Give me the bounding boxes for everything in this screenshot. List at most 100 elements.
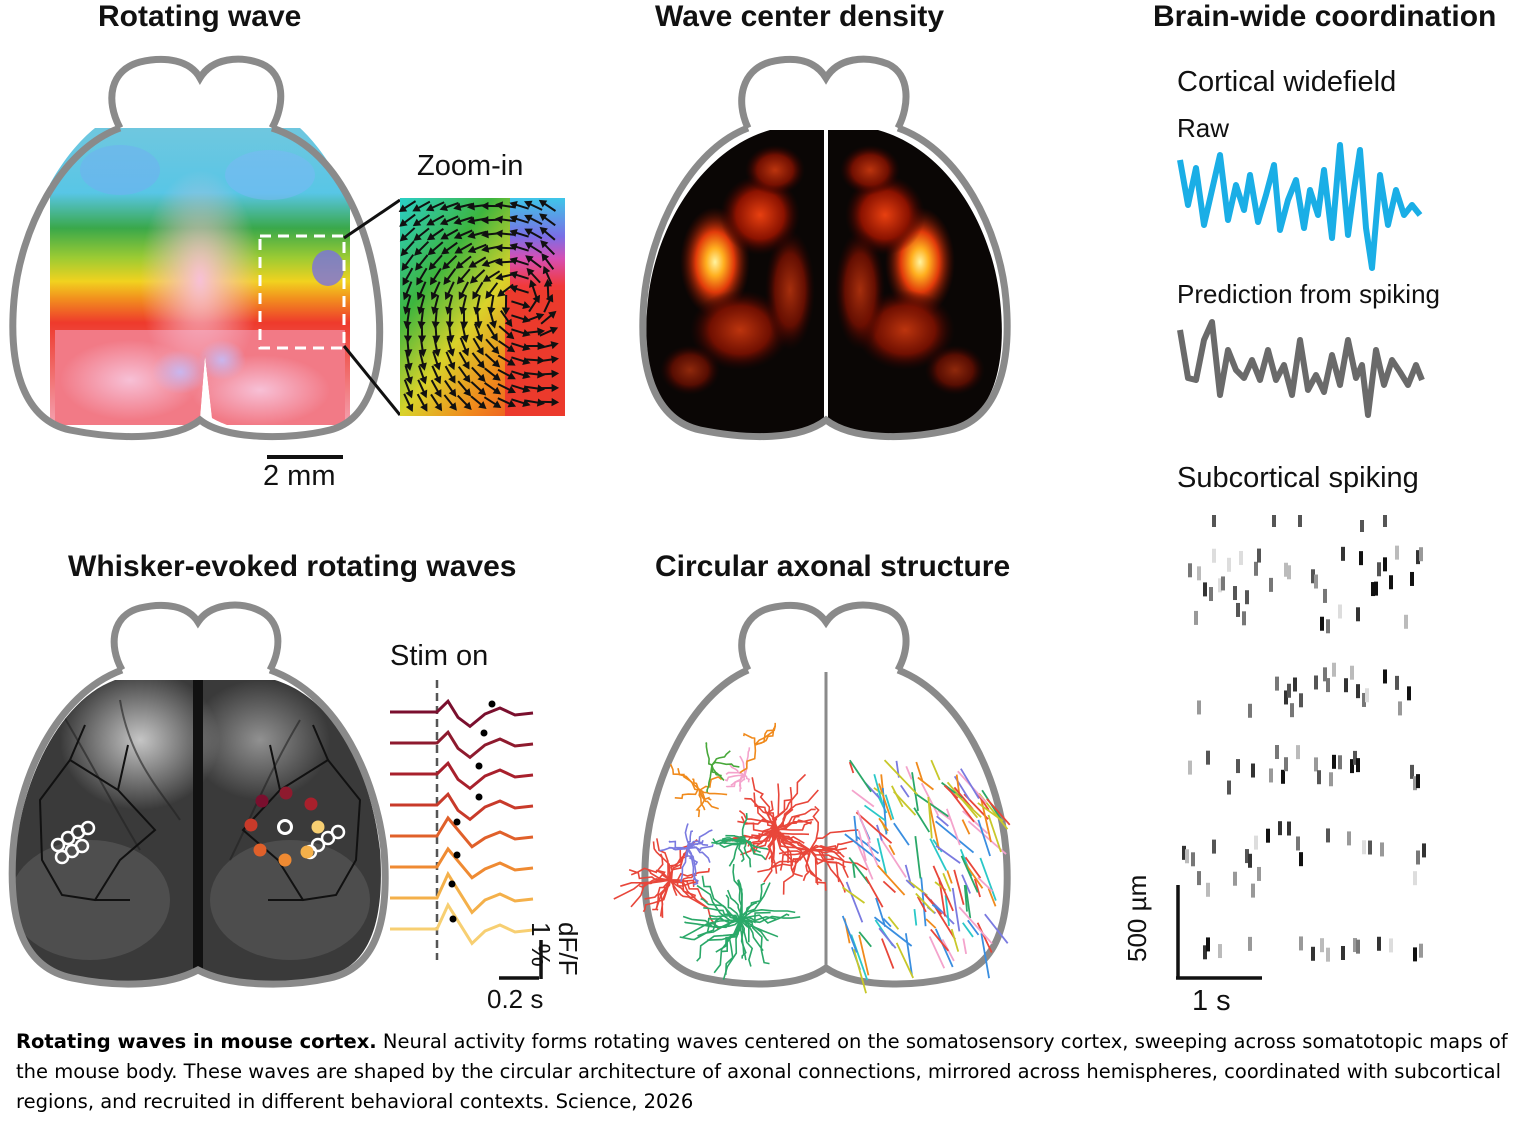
- flow-arrow-head: [524, 228, 533, 236]
- axon-segment: [913, 807, 931, 833]
- flow-arrow-head: [429, 276, 438, 286]
- axon-branch: [655, 879, 671, 911]
- axon-branch: [630, 867, 671, 881]
- spike-mark: [1326, 947, 1330, 962]
- flow-arrow-head: [469, 275, 479, 284]
- axon-branch: [809, 849, 846, 868]
- spike-mark: [1212, 548, 1216, 563]
- stim-site-dot: [304, 797, 318, 811]
- flow-arrow-head: [441, 246, 450, 255]
- flow-arrow-head: [509, 201, 518, 209]
- flow-arrow-head: [434, 402, 443, 412]
- flow-arrow-head: [405, 389, 414, 399]
- spike-mark: [1254, 561, 1258, 576]
- flow-arrow-head: [509, 229, 518, 237]
- axon-segment: [954, 792, 982, 818]
- spike-mark: [1365, 688, 1369, 703]
- spike-mark: [1203, 945, 1207, 960]
- axon-segment: [904, 933, 913, 976]
- axon-segment: [849, 759, 872, 793]
- spike-mark: [1206, 882, 1210, 897]
- flow-arrow-head: [462, 374, 471, 384]
- axon-segment: [881, 938, 895, 969]
- spike-mark: [1182, 845, 1186, 860]
- spike-mark: [1320, 938, 1324, 953]
- flow-arrow-head: [399, 218, 408, 227]
- spike-mark: [1338, 755, 1342, 770]
- flow-arrow-head: [430, 291, 439, 301]
- flow-arrow-head: [491, 346, 500, 355]
- spike-mark: [1239, 550, 1243, 565]
- axon-branch: [739, 915, 777, 922]
- flow-arrow-head: [537, 327, 546, 336]
- flow-arrow-head: [475, 333, 484, 343]
- axon-branch: [809, 849, 868, 871]
- flow-arrow-head: [490, 332, 498, 342]
- axon-segment: [854, 839, 874, 880]
- flow-arrow-head: [463, 401, 472, 410]
- flow-arrow-head: [524, 200, 533, 209]
- spike-mark: [1323, 588, 1327, 603]
- flow-arrow-head: [455, 261, 464, 269]
- axon-segment: [866, 841, 879, 867]
- spike-mark: [1218, 578, 1222, 593]
- spike-mark: [1326, 828, 1330, 843]
- axon-segment: [946, 870, 953, 884]
- axon-segment: [943, 784, 959, 800]
- flow-arrow-head: [472, 291, 480, 300]
- flow-arrow-head: [482, 274, 492, 282]
- spike-mark: [1248, 853, 1252, 868]
- flow-arrow-head: [453, 231, 463, 240]
- spike-mark: [1413, 871, 1417, 886]
- axon-segment: [878, 927, 897, 949]
- flow-arrow-head: [476, 360, 485, 369]
- axon-branch: [686, 847, 699, 866]
- spike-mark: [1218, 944, 1222, 959]
- axon-segment: [964, 885, 972, 919]
- flow-arrow-head: [497, 288, 506, 297]
- spike-mark: [1395, 675, 1399, 690]
- flow-arrow-head: [447, 361, 456, 371]
- spike-mark: [1356, 758, 1360, 773]
- axon-segment: [883, 759, 918, 795]
- spike-mark: [1413, 947, 1417, 962]
- axon-branch: [739, 919, 747, 959]
- spike-mark: [1233, 586, 1237, 601]
- spike-mark: [1360, 520, 1364, 532]
- stim-site-dot: [278, 853, 292, 867]
- axon-segment: [977, 802, 1004, 822]
- flow-arrow-head: [507, 385, 516, 394]
- flow-arrow-head: [526, 267, 535, 277]
- spike-mark: [1251, 763, 1255, 778]
- axon-segment: [855, 811, 893, 844]
- flow-arrow-head: [504, 318, 513, 328]
- axon-segment: [959, 849, 973, 877]
- spike-mark: [1389, 938, 1393, 953]
- spike-mark: [1410, 571, 1414, 586]
- evoked-trace: [390, 729, 534, 760]
- flow-arrow-head: [466, 202, 475, 211]
- axon-segment: [848, 761, 855, 774]
- axon-branch: [722, 919, 741, 980]
- flow-arrow-head: [494, 229, 503, 238]
- axon-segment: [895, 942, 915, 979]
- flow-arrow-head: [480, 230, 489, 239]
- spike-mark: [1341, 546, 1345, 561]
- axon-segment: [958, 906, 993, 945]
- flow-arrow-head: [480, 201, 489, 211]
- flow-arrow-head: [416, 276, 424, 286]
- stim-site-dot: [253, 843, 267, 857]
- spike-mark: [1245, 849, 1249, 864]
- axon-branch: [744, 839, 761, 853]
- spike-mark: [1227, 557, 1231, 572]
- flow-arrow-head: [418, 362, 427, 371]
- flow-arrow-head: [549, 326, 559, 335]
- spike-mark: [1209, 587, 1213, 602]
- axon-segment: [884, 794, 895, 820]
- prediction-trace: [1177, 319, 1425, 418]
- spike-mark: [1191, 852, 1195, 867]
- flow-arrow-head: [492, 400, 502, 408]
- flow-arrow-head: [403, 306, 411, 315]
- spike-mark: [1275, 745, 1279, 760]
